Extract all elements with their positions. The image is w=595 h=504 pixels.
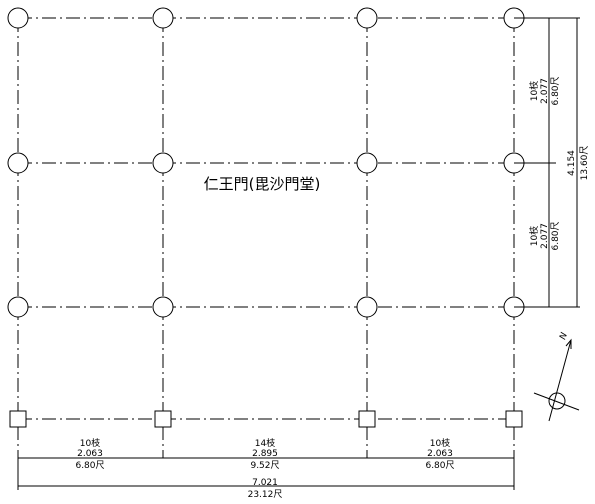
bottom-dim-2-metric: 2.895 xyxy=(252,449,278,459)
side-dim-1-bays: 10枝 xyxy=(528,81,540,101)
bottom-dimensions: 10枝 2.063 6.80尺 14枝 2.895 9.52尺 10枝 2.06… xyxy=(17,437,515,500)
bottom-dim-3-bays: 10枝 xyxy=(430,437,450,449)
bottom-dim-1-bays: 10枝 xyxy=(80,437,100,449)
square-column xyxy=(9,410,27,428)
square-column xyxy=(505,410,523,428)
side-dim-2-metric: 2.077 xyxy=(540,223,550,249)
round-column xyxy=(7,7,29,29)
north-arrow-icon: N xyxy=(533,331,580,422)
square-column xyxy=(358,410,376,428)
north-arrow-circle xyxy=(548,392,566,410)
round-column xyxy=(356,296,378,318)
round-column xyxy=(7,296,29,318)
square-column xyxy=(154,410,172,428)
bottom-dim-3-shaku: 6.80尺 xyxy=(425,460,454,471)
north-arrow-crossline xyxy=(533,392,580,411)
round-column xyxy=(152,152,174,174)
north-label: N xyxy=(558,331,570,341)
building-name: 仁王門(毘沙門堂) xyxy=(204,175,321,193)
side-total-metric: 4.154 xyxy=(567,150,577,176)
side-dim-2-shaku: 6.80尺 xyxy=(550,221,561,250)
round-column xyxy=(152,296,174,318)
north-arrow-shaft xyxy=(548,339,572,422)
bottom-dim-3-metric: 2.063 xyxy=(427,449,453,459)
bottom-dim-2-bays: 14枝 xyxy=(255,437,275,449)
round-column xyxy=(356,152,378,174)
bottom-dim-1-metric: 2.063 xyxy=(77,449,103,459)
grid-lines xyxy=(17,17,515,486)
north-arrow-head xyxy=(565,338,572,349)
side-total-shaku: 13.60尺 xyxy=(579,146,590,181)
side-dim-1-shaku: 6.80尺 xyxy=(550,76,561,105)
side-dimensions: 10枝 2.077 6.80尺 10枝 2.077 6.80尺 4.154 13… xyxy=(514,17,590,308)
square-columns xyxy=(9,410,523,428)
round-columns xyxy=(7,7,525,318)
bottom-total-shaku: 23.12尺 xyxy=(248,489,283,500)
bottom-dim-1-shaku: 6.80尺 xyxy=(75,460,104,471)
bottom-dim-2-shaku: 9.52尺 xyxy=(250,460,279,471)
round-column xyxy=(152,7,174,29)
round-column xyxy=(7,152,29,174)
bottom-total-metric: 7.021 xyxy=(252,478,278,488)
side-dim-2-bays: 10枝 xyxy=(528,226,540,246)
side-dim-1-metric: 2.077 xyxy=(540,78,550,104)
round-column xyxy=(356,7,378,29)
